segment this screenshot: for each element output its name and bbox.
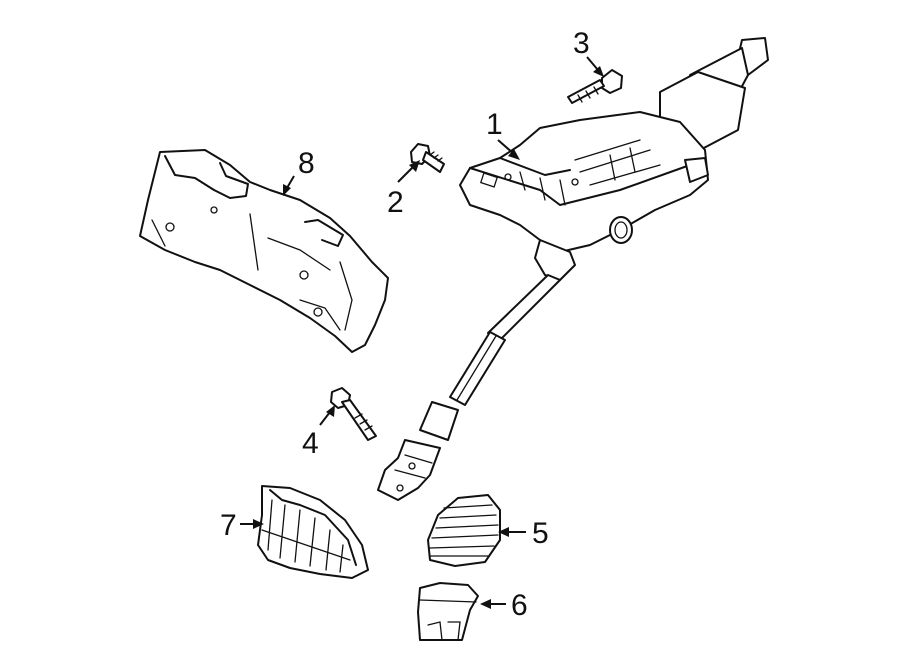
part-6-grommet[interactable] xyxy=(417,582,479,641)
part-4-bolt[interactable] xyxy=(330,387,377,441)
callout-arrows xyxy=(240,56,604,609)
callout-2: 2 xyxy=(387,186,404,219)
callout-6: 6 xyxy=(511,589,528,622)
callout-3: 3 xyxy=(573,27,590,60)
callout-8: 8 xyxy=(298,147,315,180)
part-1-steering-column[interactable] xyxy=(377,37,769,501)
callout-1: 1 xyxy=(486,108,503,141)
part-3-bolt[interactable] xyxy=(567,69,623,104)
callout-7: 7 xyxy=(220,509,237,542)
part-7-cover[interactable] xyxy=(257,485,369,579)
callout-5: 5 xyxy=(532,517,549,550)
part-5-boot[interactable] xyxy=(427,494,501,567)
part-8-heat-shield[interactable] xyxy=(139,149,389,353)
part-2-bolt[interactable] xyxy=(410,143,445,173)
callout-4: 4 xyxy=(302,427,319,460)
